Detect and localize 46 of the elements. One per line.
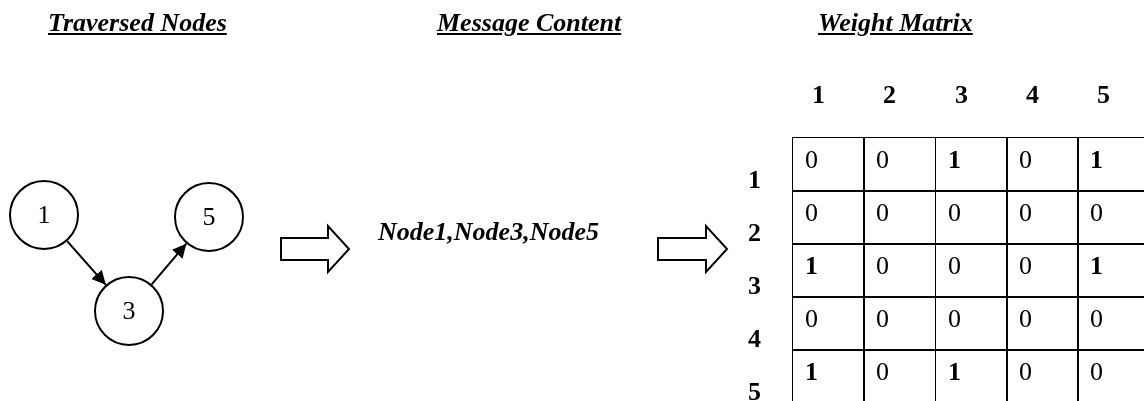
matrix-cell: 1 — [1077, 243, 1144, 298]
matrix-cell: 0 — [935, 190, 1008, 245]
column-number: 4 — [1026, 80, 1039, 110]
matrix-cell: 0 — [1006, 296, 1079, 351]
matrix-cell: 0 — [1077, 190, 1144, 245]
block-arrow — [657, 223, 729, 275]
block-arrow — [280, 223, 351, 275]
matrix-cell: 0 — [1006, 190, 1079, 245]
matrix-cell: 0 — [792, 190, 865, 245]
matrix-cell: 1 — [792, 349, 865, 401]
node-circle: 5 — [174, 182, 244, 252]
matrix-cell: 0 — [863, 296, 936, 351]
matrix-cell: 0 — [792, 296, 865, 351]
node-circle: 3 — [94, 276, 164, 346]
matrix-cell: 0 — [1006, 349, 1079, 401]
section-heading: Traversed Nodes — [48, 8, 227, 38]
row-number: 5 — [748, 377, 761, 401]
matrix-cell: 1 — [792, 243, 865, 298]
matrix-cell: 0 — [1006, 137, 1079, 192]
matrix-cell: 0 — [863, 137, 936, 192]
column-number: 5 — [1097, 80, 1110, 110]
row-number: 2 — [748, 218, 761, 248]
row-number: 4 — [748, 324, 761, 354]
matrix-cell: 0 — [863, 243, 936, 298]
matrix-cell: 0 — [792, 137, 865, 192]
matrix-cell: 1 — [1077, 137, 1144, 192]
matrix-cell: 0 — [1077, 296, 1144, 351]
column-number: 3 — [955, 80, 968, 110]
matrix-cell: 1 — [935, 137, 1008, 192]
arrow — [150, 242, 188, 286]
row-number: 3 — [748, 271, 761, 301]
section-heading: Message Content — [437, 8, 622, 38]
matrix-cell: 1 — [935, 349, 1008, 401]
arrow — [66, 240, 107, 286]
message-text: Node1,Node3,Node5 — [349, 212, 658, 252]
section-heading: Weight Matrix — [818, 8, 973, 38]
column-number: 2 — [883, 80, 896, 110]
node-circle: 1 — [9, 180, 79, 250]
matrix-cell: 0 — [935, 296, 1008, 351]
row-number: 1 — [748, 165, 761, 195]
matrix-cell: 0 — [1077, 349, 1144, 401]
matrix-cell: 0 — [863, 349, 936, 401]
matrix-cell: 0 — [935, 243, 1008, 298]
matrix-cell: 0 — [1006, 243, 1079, 298]
matrix-cell: 0 — [863, 190, 936, 245]
column-number: 1 — [812, 80, 825, 110]
